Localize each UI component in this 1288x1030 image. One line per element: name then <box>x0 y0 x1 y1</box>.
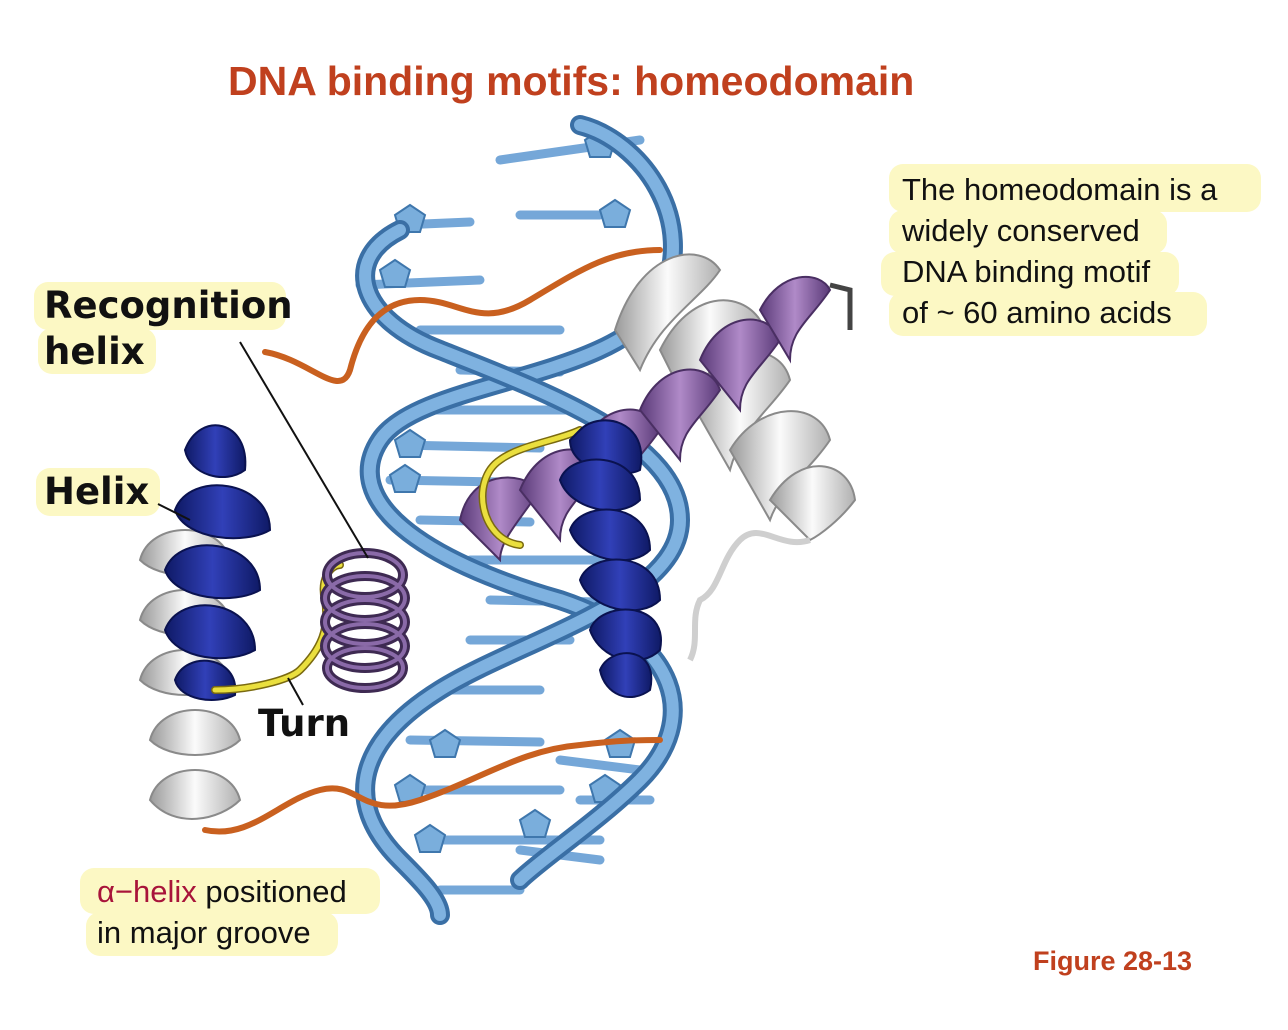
caption-line-1: α−helix positioned <box>97 874 347 910</box>
highlight-description-4 <box>889 292 1207 336</box>
recognition-label-line1: Recognition <box>44 284 293 327</box>
description-line-3: DNA binding motif <box>902 254 1151 289</box>
blue-helix-center <box>558 419 662 699</box>
highlight-description-2 <box>889 210 1167 254</box>
highlight-recognition <box>34 282 286 330</box>
highlight-caption-1 <box>80 868 380 914</box>
description-line-1: The homeodomain is a <box>902 172 1218 207</box>
recognition-label-line2: helix <box>44 330 145 373</box>
turn-label: Turn <box>258 702 351 745</box>
description-line-4: of ~ 60 amino acids <box>902 295 1172 330</box>
caption-line-1-rest: positioned <box>196 874 347 909</box>
purple-helix <box>458 276 832 563</box>
caption-line-2: in major groove <box>97 915 311 950</box>
alpha-helix-term: α−helix <box>97 874 197 909</box>
highlight-caption-2 <box>86 912 338 956</box>
description-line-2: widely conserved <box>902 213 1140 248</box>
helix-label: Helix <box>44 470 150 513</box>
highlight-description-3 <box>881 252 1179 296</box>
highlight-helix-label <box>36 468 160 516</box>
orange-coil <box>202 247 663 835</box>
figure-number: Figure 28-13 <box>1033 946 1193 976</box>
slide-title: DNA binding motifs: homeodomain <box>228 58 915 104</box>
highlight-description-1 <box>889 164 1261 212</box>
leader-lines <box>157 341 369 706</box>
highlight-helix-word <box>38 328 156 374</box>
